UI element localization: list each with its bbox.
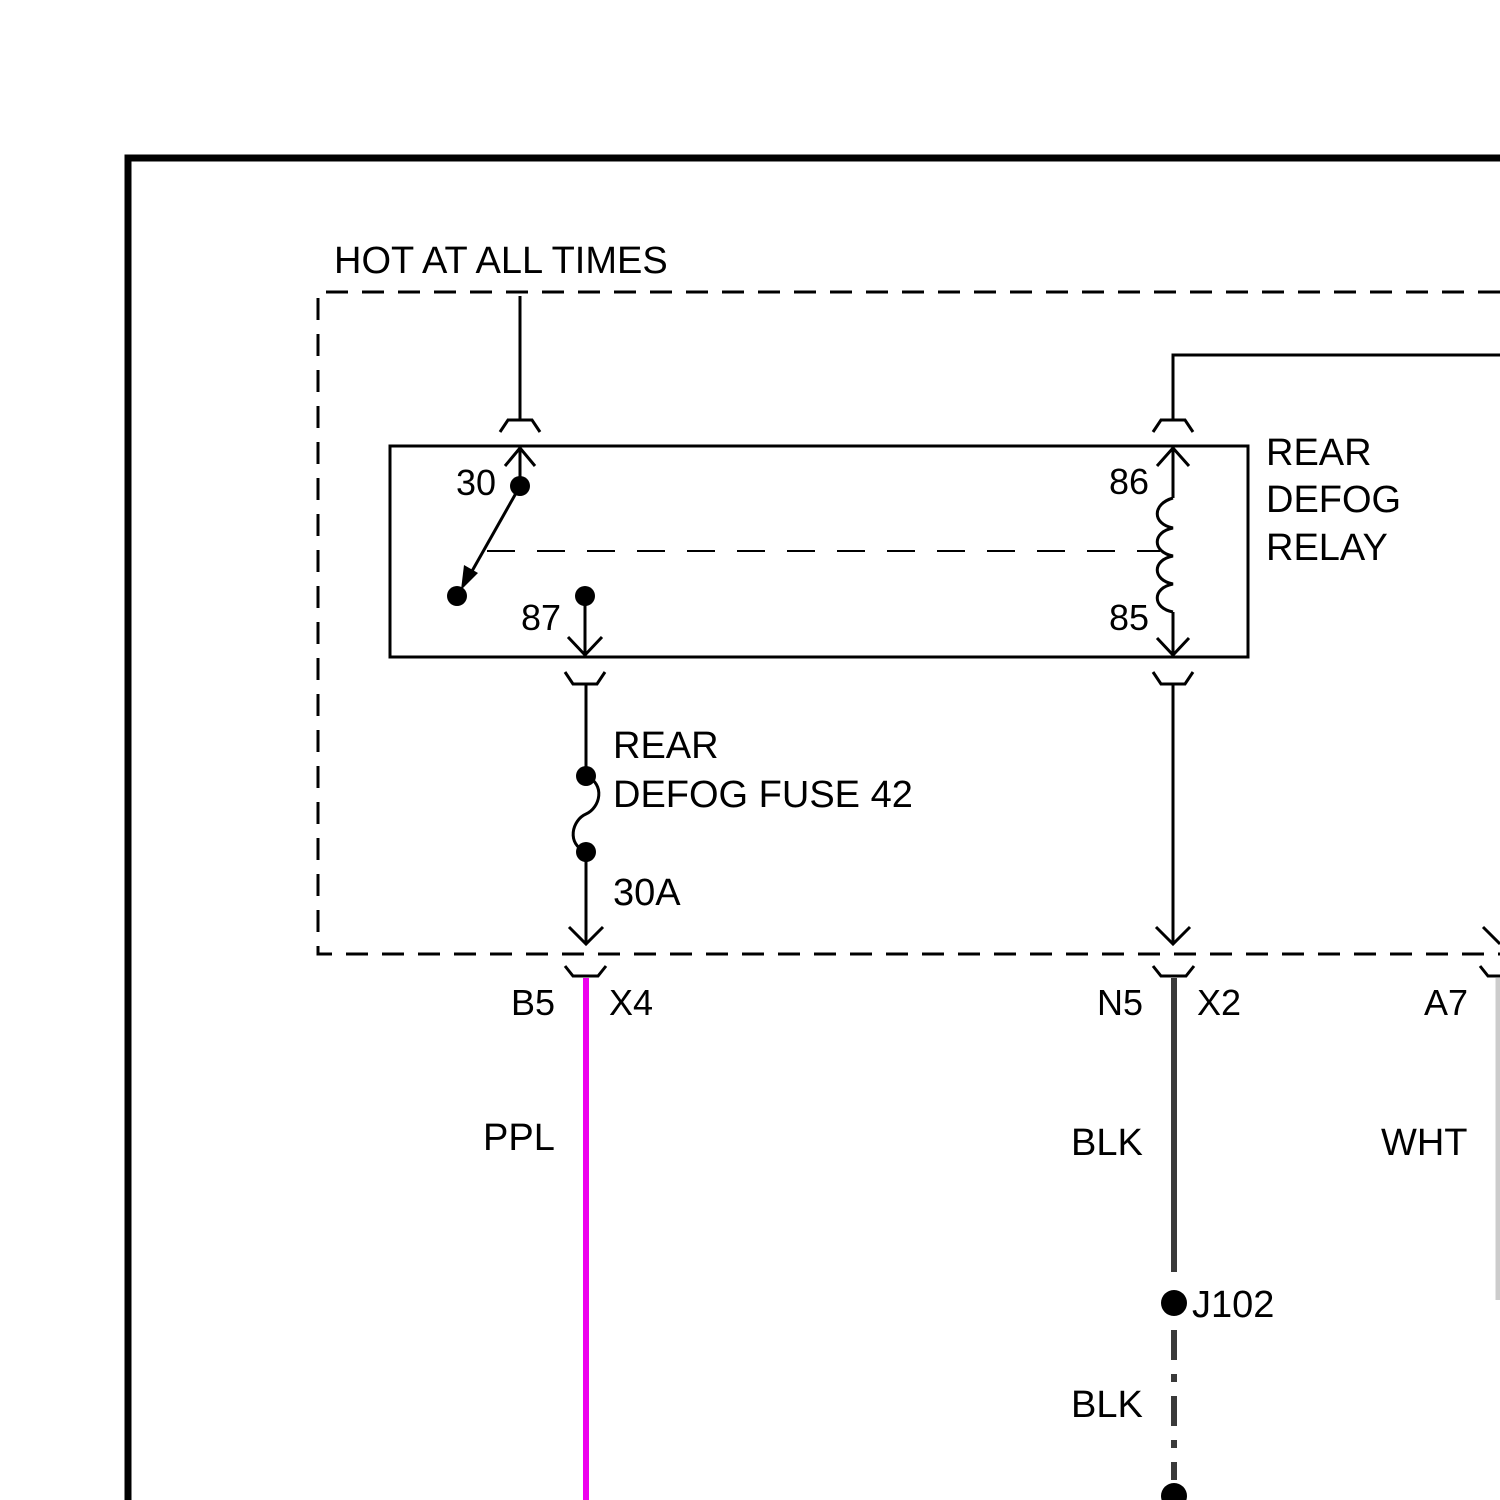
connector-a7-partial xyxy=(1480,966,1500,976)
connector-b5-label: B5 xyxy=(511,982,555,1023)
hot-at-all-times-label: HOT AT ALL TIMES xyxy=(334,240,668,282)
fuse-name-line-1: REAR xyxy=(613,725,719,767)
fuse-rating: 30A xyxy=(613,872,681,914)
relay-open-contact xyxy=(447,586,467,606)
ppl-wire-label: PPL xyxy=(483,1117,555,1159)
splice-j102 xyxy=(1161,1290,1187,1316)
pin-86-label: 86 xyxy=(1109,461,1149,502)
relay-name-line-2: DEFOG xyxy=(1266,479,1401,521)
pin-87-label: 87 xyxy=(521,597,561,638)
connector-30-top xyxy=(500,420,540,432)
pin-30-label: 30 xyxy=(456,462,496,503)
fuse-name-line-2: DEFOG FUSE 42 xyxy=(613,774,913,816)
connector-n5-label: N5 xyxy=(1097,982,1143,1023)
relay-switch-arrowhead xyxy=(461,565,478,590)
page-border xyxy=(128,158,1500,1500)
connector-n5-x2 xyxy=(1153,966,1194,976)
pin-85-label: 85 xyxy=(1109,597,1149,638)
fuse-element xyxy=(573,776,599,852)
fuse-block-outline xyxy=(318,292,1500,954)
connector-b5-x4 xyxy=(565,966,606,976)
blk-wire-lower-label: BLK xyxy=(1071,1384,1143,1426)
wht-wire-label: WHT xyxy=(1381,1122,1468,1164)
relay-name-line-3: RELAY xyxy=(1266,527,1388,569)
a7-arrow-partial xyxy=(1483,927,1500,944)
connector-86-top xyxy=(1153,420,1193,432)
splice-lower xyxy=(1161,1483,1187,1500)
connector-85-bottom xyxy=(1153,672,1193,684)
splice-j102-label: J102 xyxy=(1192,1284,1274,1326)
relay-name-line-1: REAR xyxy=(1266,432,1372,474)
relay-coil xyxy=(1157,498,1173,612)
connector-87-bottom xyxy=(565,672,605,684)
coil-feed-wire xyxy=(1173,355,1500,420)
connector-x4-label: X4 xyxy=(609,982,653,1023)
connector-a7-label: A7 xyxy=(1424,982,1468,1023)
connector-x2-label: X2 xyxy=(1197,982,1241,1023)
pin-86-arrow xyxy=(1157,448,1189,498)
blk-wire-upper-label: BLK xyxy=(1071,1122,1143,1164)
